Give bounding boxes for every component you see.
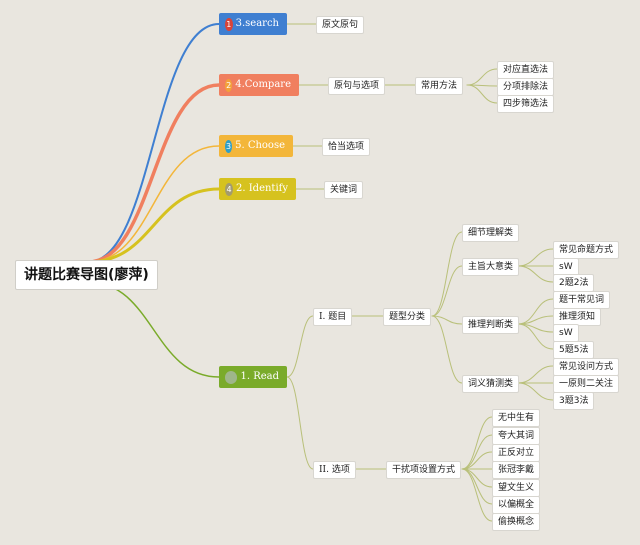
link-option-2 <box>461 434 493 470</box>
branch-search-label: 3.search <box>235 18 279 29</box>
branch-read[interactable]: 1. Read <box>219 366 287 388</box>
branch-search[interactable]: 1 3.search <box>219 13 287 35</box>
branch-read-label: 1. Read <box>240 371 279 382</box>
choose-child[interactable]: 恰当选项 <box>322 138 371 156</box>
link-type-vocab <box>431 315 463 384</box>
compare-method-3[interactable]: 四步筛选法 <box>497 95 555 113</box>
link-method-3 <box>466 84 498 104</box>
option-item-1[interactable]: 无中生有 <box>492 409 541 427</box>
link-read-stem <box>286 315 314 378</box>
link-inference-1 <box>517 298 554 325</box>
mainidea-item-1[interactable]: 常见命题方式 <box>553 241 620 259</box>
identify-child[interactable]: 关键词 <box>324 181 364 199</box>
number-badge-icon: 3 <box>225 139 233 153</box>
inference-item-4[interactable]: 5题5法 <box>553 341 595 359</box>
vocab-item-1[interactable]: 常见设问方式 <box>553 358 620 376</box>
option-item-3[interactable]: 正反对立 <box>492 444 541 462</box>
compare-method-1[interactable]: 对应直选法 <box>497 61 555 79</box>
read-stem[interactable]: I. 题目 <box>313 308 353 326</box>
compare-method-2[interactable]: 分项排除法 <box>497 78 555 96</box>
inference-item-1[interactable]: 题干常见词 <box>553 291 611 309</box>
link-vocab-3 <box>517 382 554 401</box>
link-inference-4 <box>517 323 554 350</box>
number-badge-icon: 2 <box>225 78 233 92</box>
link-root-read <box>87 281 220 378</box>
inference-item-3[interactable]: sW <box>553 324 579 342</box>
stem-vocab[interactable]: 词义猜测类 <box>462 375 520 393</box>
stem-mainidea[interactable]: 主旨大意类 <box>462 258 520 276</box>
link-read-options <box>286 376 314 470</box>
root-label: 讲题比赛导图(廖萍) <box>24 267 149 283</box>
vocab-item-3[interactable]: 3题3法 <box>553 392 595 410</box>
search-child[interactable]: 原文原句 <box>316 16 365 34</box>
compare-method[interactable]: 常用方法 <box>415 77 464 95</box>
compare-child[interactable]: 原句与选项 <box>328 77 386 95</box>
vocab-item-2[interactable]: 一原则二关注 <box>553 375 620 393</box>
branch-identify[interactable]: 4 2. Identify <box>219 178 296 200</box>
mainidea-item-3[interactable]: 2题2法 <box>553 274 595 292</box>
link-root-compare <box>86 83 221 264</box>
option-item-2[interactable]: 夸大其词 <box>492 427 541 445</box>
link-vocab-1 <box>517 365 554 384</box>
option-item-5[interactable]: 望文生义 <box>492 479 541 497</box>
link-option-7 <box>461 468 493 522</box>
link-root-search <box>87 23 220 263</box>
option-item-6[interactable]: 以偏概全 <box>492 496 541 514</box>
link-root-identify <box>86 187 221 264</box>
mainidea-item-2[interactable]: sW <box>553 258 579 276</box>
branch-compare-label: 4.Compare <box>235 79 291 90</box>
number-badge-icon <box>225 370 238 384</box>
read-options[interactable]: II. 选项 <box>313 461 356 479</box>
link-type-inference <box>431 315 463 325</box>
number-badge-icon: 1 <box>225 17 233 31</box>
branch-choose-label: 5. Choose <box>235 140 285 151</box>
link-type-detail <box>431 231 463 317</box>
link-option-5 <box>461 468 493 488</box>
stem-detail[interactable]: 细节理解类 <box>462 224 520 242</box>
read-stem-type[interactable]: 题型分类 <box>383 308 432 326</box>
link-mainidea-1 <box>517 248 554 267</box>
stem-inference[interactable]: 推理判断类 <box>462 316 520 334</box>
option-item-7[interactable]: 偷换概念 <box>492 513 541 531</box>
link-option-3 <box>461 451 493 470</box>
branch-choose[interactable]: 3 5. Choose <box>219 135 293 157</box>
branch-compare[interactable]: 2 4.Compare <box>219 74 299 96</box>
branch-identify-label: 2. Identify <box>236 183 288 194</box>
read-options-type[interactable]: 干扰项设置方式 <box>386 461 462 479</box>
link-mainidea-3 <box>517 265 554 283</box>
link-root-choose <box>87 145 220 263</box>
link-type-mainidea <box>431 265 463 317</box>
link-method-1 <box>466 68 498 86</box>
root-node[interactable]: 讲题比赛导图(廖萍) <box>15 260 158 290</box>
number-badge-icon: 4 <box>225 182 233 196</box>
option-item-4[interactable]: 张冠李戴 <box>492 461 541 479</box>
